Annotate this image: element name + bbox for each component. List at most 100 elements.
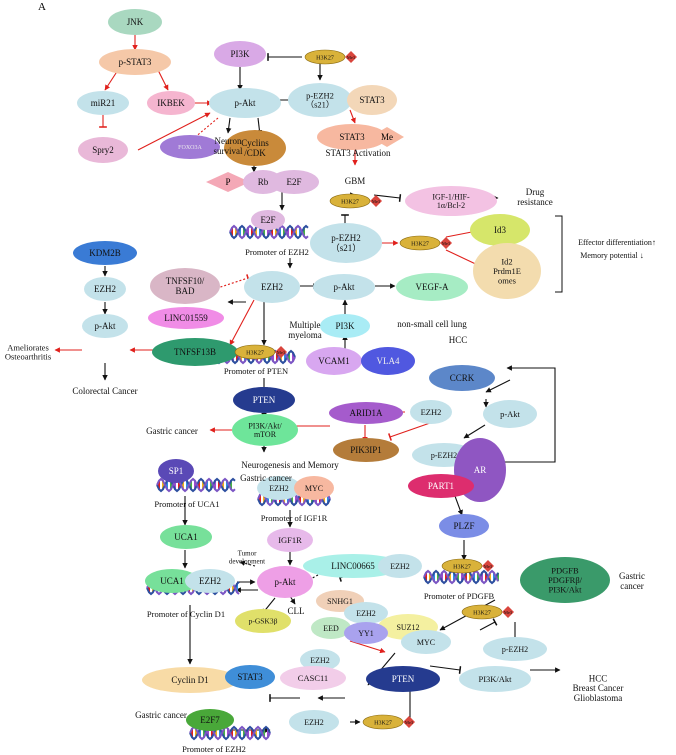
plzf: PLZF [439,514,489,538]
arid1a-text: ARID1A [350,408,383,418]
pten-top: PTEN [233,387,295,413]
svg-text:Me3: Me3 [372,199,381,204]
kdm2b-text: KDM2B [89,248,121,258]
pakt-mid-text: p-Akt [334,282,355,292]
ezh2-center: EZH2 [244,271,300,303]
svg-text:H3K27: H3K27 [411,242,429,248]
edge [485,379,511,393]
yy1: YY1 [344,622,388,644]
panel-label: A [38,1,46,13]
stat3-low: STAT3 [225,665,275,689]
igf1-text: IGF-1/HIF-1α/Bcl-2 [432,192,470,210]
svg-text:Me3: Me3 [442,241,451,246]
casc11-text: CASC11 [298,673,328,683]
uca1: UCA1 [160,525,212,549]
pakt-left-text: p-Akt [95,321,116,331]
myc-low: MYC [401,630,451,654]
gastric-cancer-2-label: Gastric cancer [240,473,292,483]
nsclc-label: non-small cell lung [397,319,467,329]
svg-text:H3K27: H3K27 [316,56,334,62]
ezh2-linc-text: EZH2 [390,562,410,571]
edge [349,109,356,124]
svg-text:H3K27: H3K27 [341,200,359,206]
linc01559-text: LINC01559 [164,313,208,323]
memory-label: Memory potential ↓ [580,251,644,260]
igf1r-text: IGF1R [278,535,302,545]
ezh2-left: EZH2 [84,277,126,301]
foxo3a-text: FOXO3A [178,145,202,151]
linc01559: LINC01559 [148,307,224,329]
tnfsf13b: TNFSF13B [152,338,238,366]
pi3k-mid: PI3K [320,314,370,338]
promoter-pdgfb-label: Promoter of PDGFB [424,591,495,601]
gbm-label: GBM [345,176,366,186]
promoter-ezh2-top-label: Promoter of EZH2 [245,247,309,257]
pi3k-akt-low: PI3K/Akt [459,666,531,692]
ccrk-text: CCRK [450,373,475,383]
pi3k-akt-mtor: PI3K/Akt/mTOR [232,414,298,446]
e2f7-text: E2F7 [200,715,220,725]
svg-text:H3K27: H3K27 [374,721,392,727]
pezh2-s21-top-text: p-EZH2（s21） [306,90,335,109]
hcc-top-label: HCC [449,335,468,345]
edge [505,365,556,463]
e2f: E2F [269,170,319,194]
edge [104,69,119,91]
svg-text:Me3: Me3 [504,610,513,615]
edge [239,560,256,567]
colorectal-label: Colorectal Cancer [72,386,137,396]
edge [373,194,402,202]
svg-text:Me3: Me3 [405,720,414,725]
ezh2-linc: EZH2 [378,554,422,578]
pakt-low-text: p-Akt [275,577,296,587]
ezh2-cyc: EZH2 [185,569,235,593]
vla4: VLA4 [361,347,415,375]
ezh2-center-text: EZH2 [261,282,283,292]
promoter-ezh2-bottom-label: Promoter of EZH2 [182,744,246,754]
ezh2-prc: EZH2 [344,602,388,624]
h3k27-me3-mid: H3K27 Me3 [399,235,452,251]
vla4-text: VLA4 [377,356,400,366]
pezh2-s21-mid-text: p-EZH2（s21） [331,233,362,253]
edge [137,112,211,151]
uca1-cyc: UCA1 [145,569,199,593]
yy1-text: YY1 [358,629,374,638]
pakt-top-text: p-Akt [235,98,256,108]
vegfa: VEGF-A [396,273,468,301]
h3k27-me3-bottom: H3K27 Me3 [362,714,415,730]
foxo3a: FOXO3A [160,135,220,159]
uca1-cyc-text: UCA1 [160,576,184,586]
pi3k-akt-low-text: PI3K/Akt [478,674,512,684]
plzf-text: PLZF [453,521,474,531]
pakt-right: p-Akt [483,400,537,428]
pezh2-s21-top: p-EZH2（s21） [288,83,352,117]
e2f-promoter-text: E2F [260,215,275,225]
ezh2-bottom-text: EZH2 [304,718,324,727]
neurogenesis-label: Neurogenesis and Memory [241,460,339,470]
promoter-pten-label: Promoter of PTEN [224,366,288,376]
cyclins-cdk-text: Cyclins/CDK [241,138,269,158]
spry2-text: Spry2 [92,145,114,155]
pstat3: p-STAT3 [99,49,171,75]
edge [429,665,462,674]
jnk-text: JNK [127,17,144,27]
svg-text:Me: Me [381,132,393,142]
tnfsf13b-text: TNFSF13B [174,347,216,357]
svg-text:H3K27: H3K27 [473,611,491,617]
pik3ip1-text: PIK3IP1 [350,445,382,455]
jnk: JNK [108,9,162,35]
ccrk: CCRK [429,365,495,391]
spry2: Spry2 [78,137,128,163]
sp1-text: SP1 [169,466,184,476]
h3k27-me3-gbm: H3K27 Me3 [329,193,382,209]
edge [479,618,498,631]
pi3k-mid-text: PI3K [335,321,355,331]
pi3k-akt-mtor-text: PI3K/Akt/mTOR [248,421,282,439]
rb-text: Rb [258,177,269,187]
